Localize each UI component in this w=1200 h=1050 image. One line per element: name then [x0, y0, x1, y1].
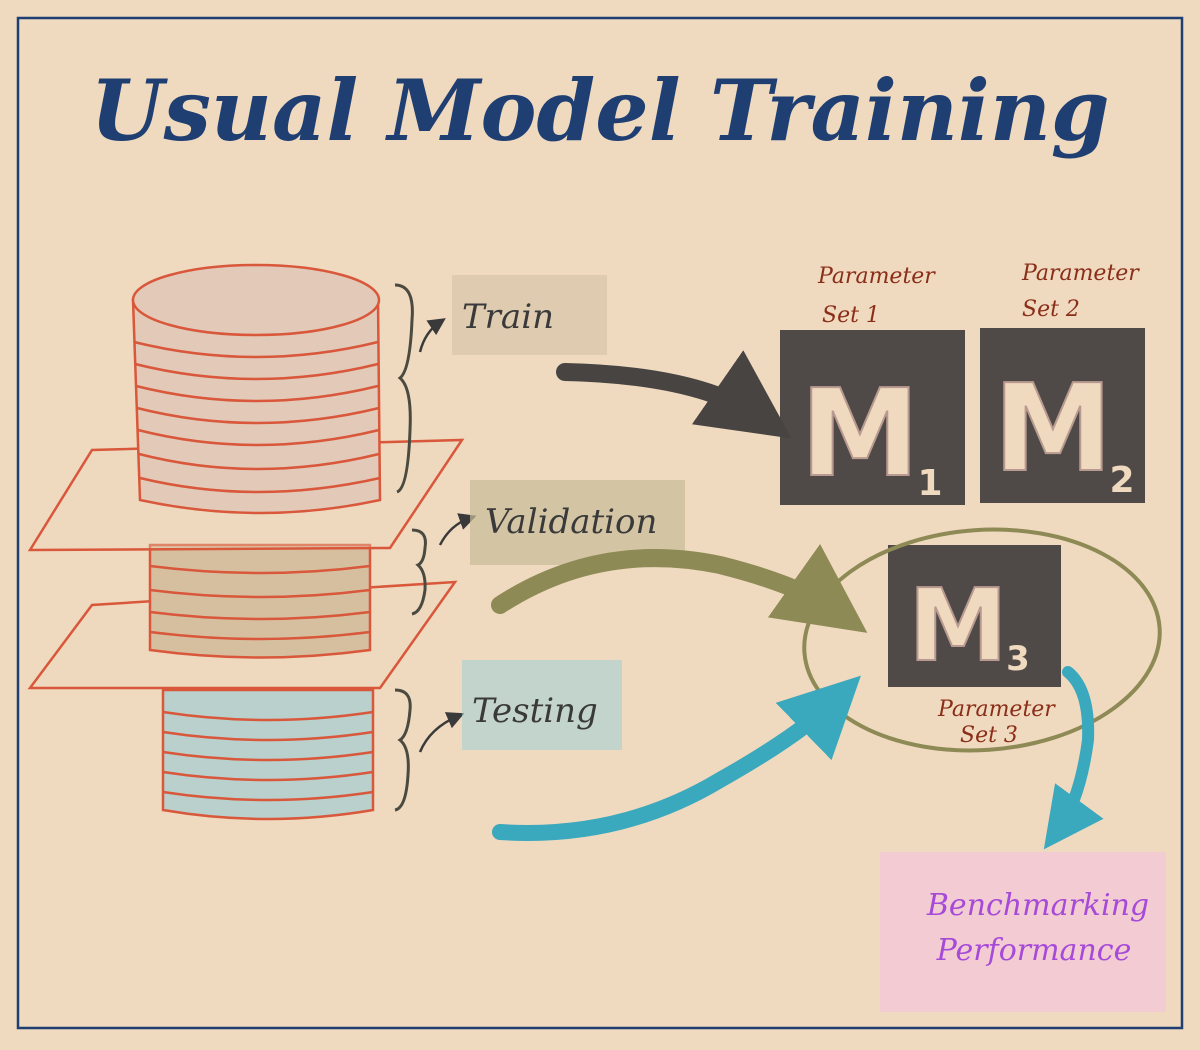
model-box-2: M 2 — [980, 328, 1145, 503]
param-set-2-line2: Set 2 — [1022, 297, 1080, 322]
benchmark-line-2: Performance — [936, 933, 1132, 968]
model-2-subscript: 2 — [1109, 460, 1134, 501]
param-set-2-line1: Parameter — [1021, 261, 1140, 286]
train-cylinder — [131, 263, 382, 515]
model-box-1: M 1 — [780, 330, 965, 505]
model-1-subscript: 1 — [917, 463, 942, 504]
testing-label: Testing — [472, 691, 598, 731]
train-brace — [394, 283, 414, 494]
validation-pointer-arrow — [438, 513, 477, 546]
param-set-1-line1: Parameter — [817, 264, 936, 289]
testing-to-model-arrow — [492, 675, 861, 841]
model-1-letter: M — [800, 365, 919, 504]
validation-label: Validation — [485, 502, 657, 542]
diagram-frame — [16, 16, 1184, 1030]
benchmark-box — [880, 852, 1166, 1012]
diagram-title: Usual Model Training — [90, 61, 1109, 160]
validation-cylinder — [148, 543, 372, 659]
validation-to-model-arrow — [491, 544, 868, 633]
testing-brace — [394, 688, 412, 812]
param-set-3-line1: Parameter — [937, 697, 1056, 722]
model-to-benchmark-arrow — [1043, 666, 1104, 850]
benchmark-line-1: Benchmarking — [926, 888, 1149, 923]
train-label-highlight — [452, 275, 607, 355]
model-2-letter: M — [993, 360, 1112, 499]
model-box-3: M 3 — [888, 545, 1061, 687]
validation-brace — [411, 528, 427, 616]
testing-cylinder — [161, 688, 375, 821]
model-3-subscript: 3 — [1006, 639, 1030, 679]
train-to-models-arrow — [556, 350, 792, 439]
testing-label-highlight — [462, 660, 622, 750]
train-pointer-arrow — [418, 318, 446, 353]
best-model-highlight-ellipse — [802, 527, 1162, 753]
testing-pointer-arrow — [418, 712, 465, 753]
param-set-3-line2: Set 3 — [960, 723, 1018, 748]
model-3-letter: M — [908, 567, 1008, 684]
train-label: Train — [462, 297, 554, 337]
param-set-1-line2: Set 1 — [822, 303, 880, 328]
